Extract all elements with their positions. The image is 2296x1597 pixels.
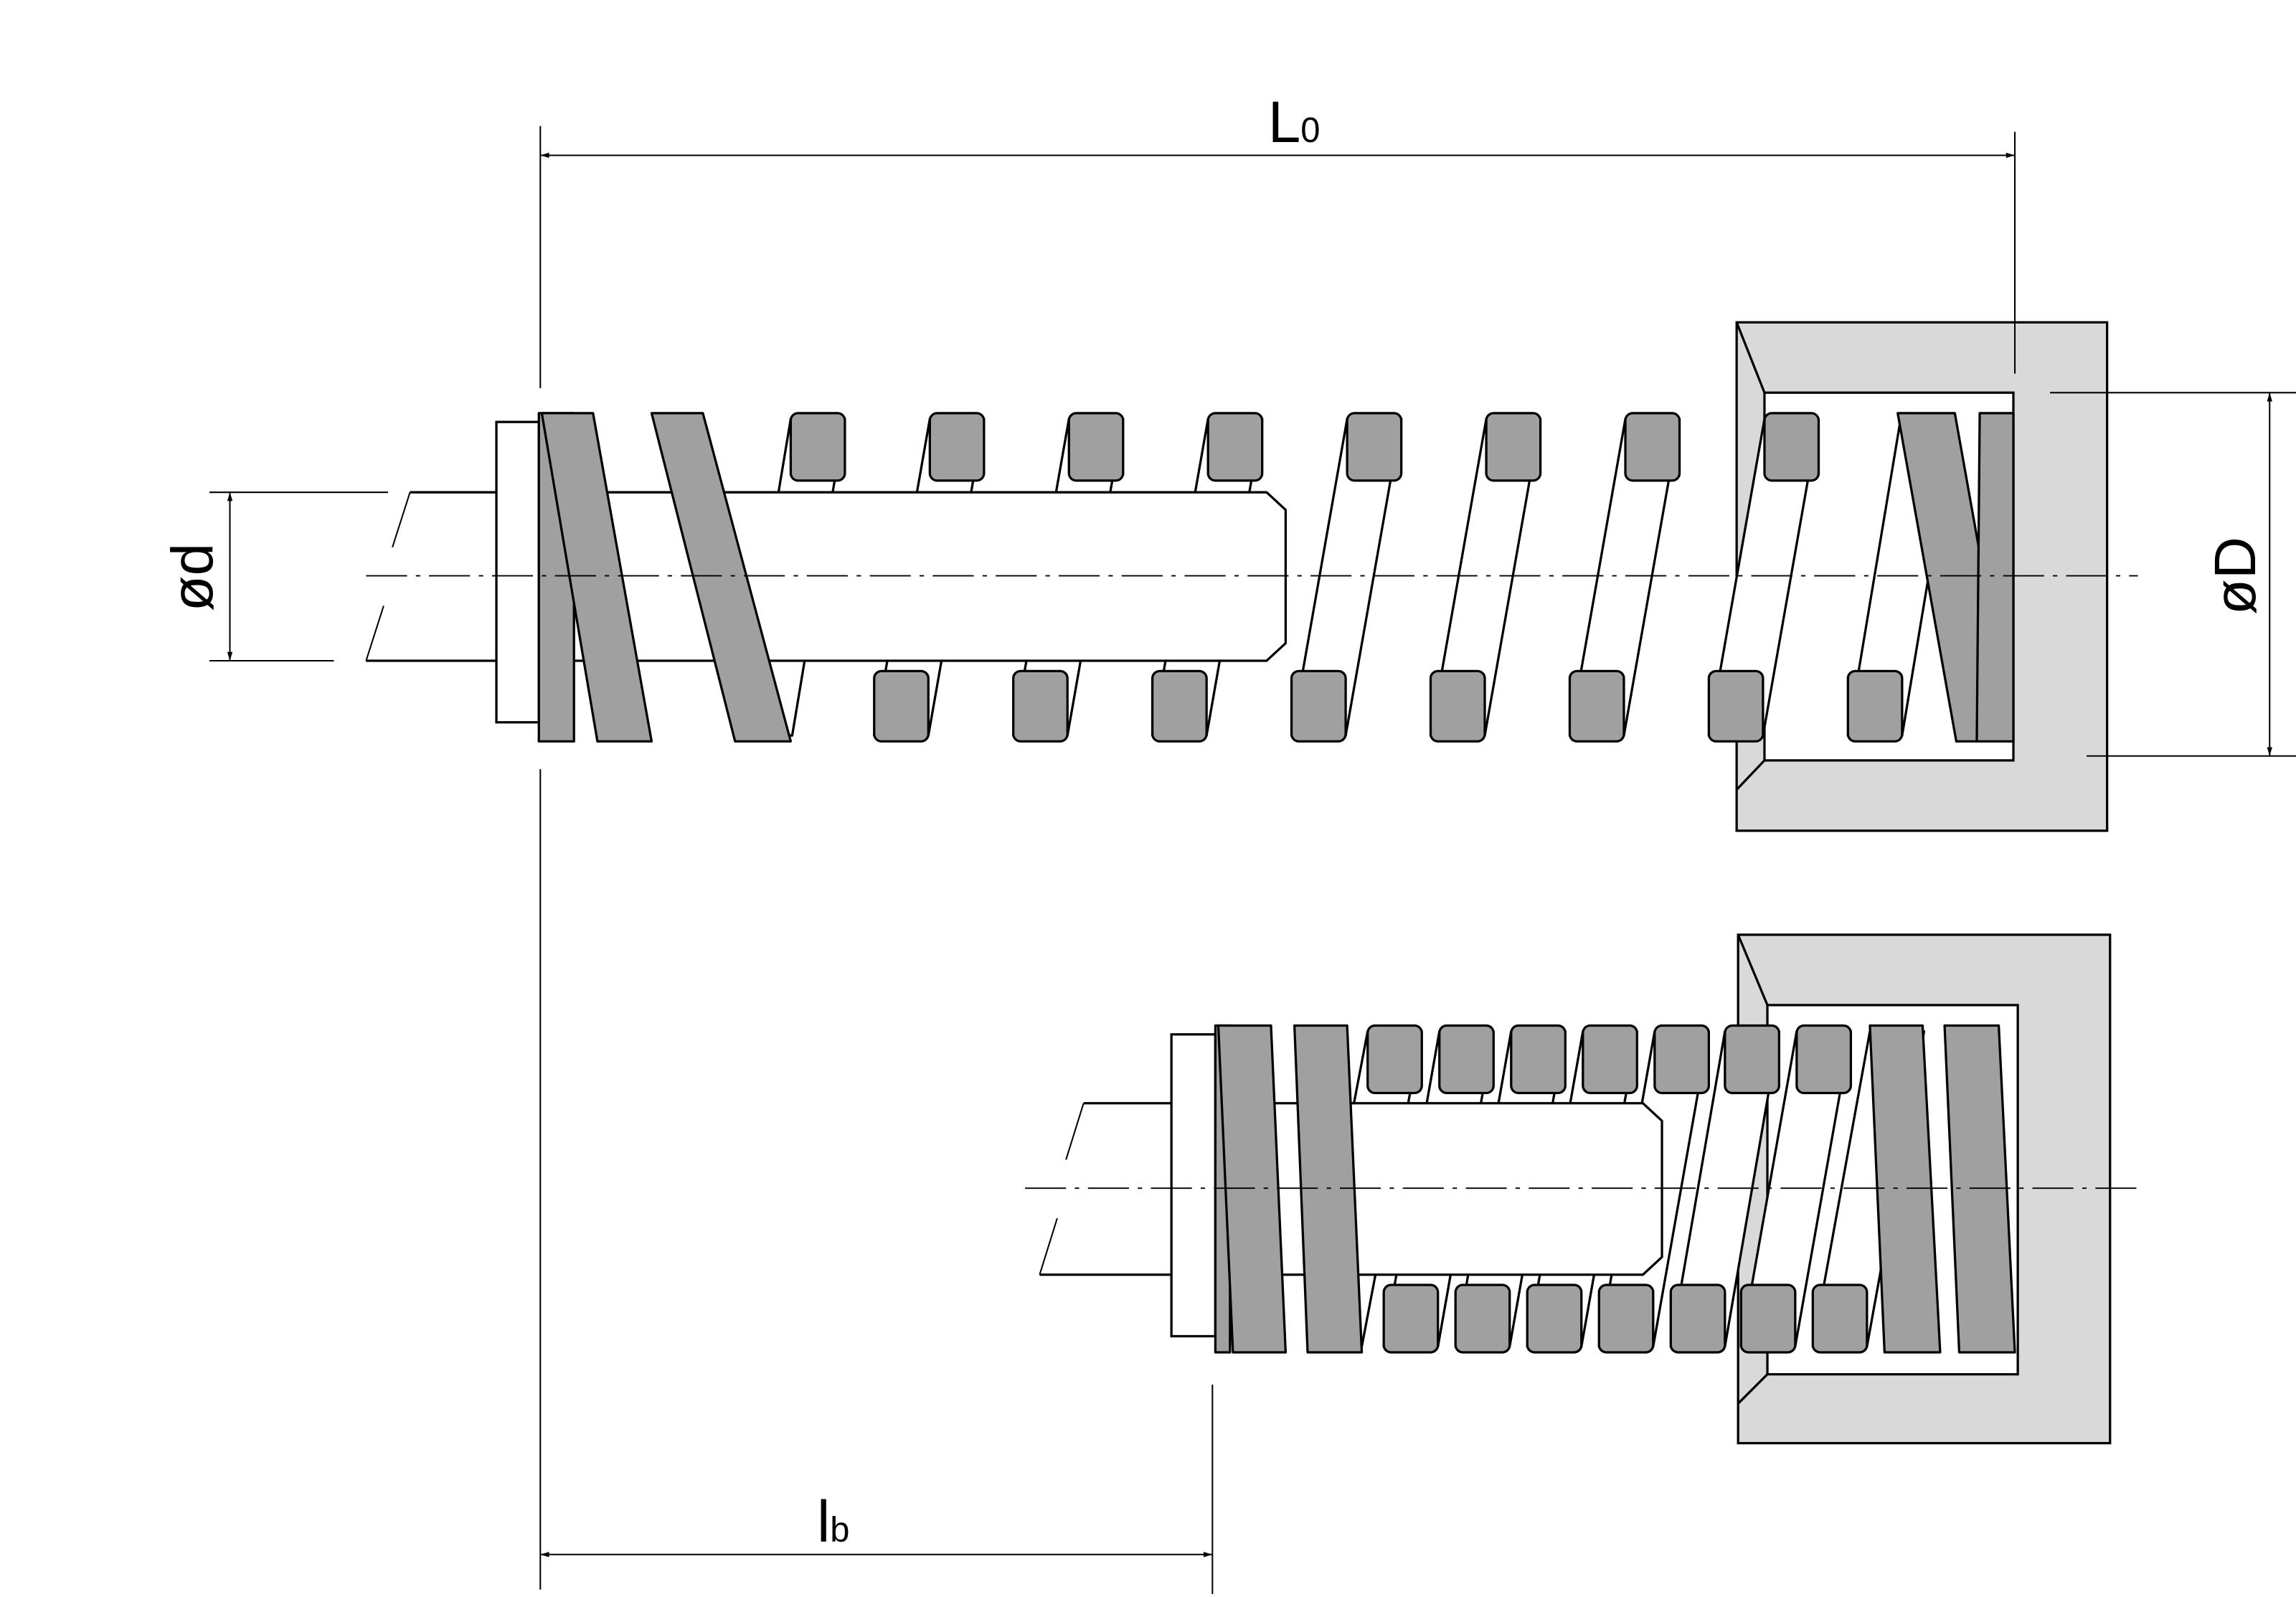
coil-section-bottom [1811, 1283, 1869, 1354]
coil-section-bottom [1429, 669, 1486, 743]
coil-section-bottom [1669, 1283, 1726, 1354]
rod-diameter-label: ød [160, 543, 225, 611]
end-coil [1293, 1024, 1364, 1354]
bore-diameter-label: øD [2203, 537, 2268, 615]
coil-section-bottom [1526, 1283, 1583, 1354]
spring-plate [495, 420, 540, 724]
bore-chamfer-bottom [1735, 759, 1766, 791]
coil-section-bottom [1568, 669, 1625, 743]
end-coil [650, 412, 793, 743]
coil-section-top [1763, 412, 1820, 482]
spring-plate [1170, 1033, 1217, 1338]
block-length-label: lb [817, 1489, 849, 1554]
compressed-spring-assembly [1025, 933, 2138, 1445]
coil-section-top [1366, 1024, 1423, 1095]
coil-section-top [1582, 1024, 1638, 1095]
coil-section-bottom [1846, 669, 1904, 743]
coil-section-bottom [1707, 669, 1764, 743]
coil-section-top [1653, 1024, 1711, 1095]
coil-section-bottom [1012, 669, 1069, 743]
coil-section-bottom [1382, 1283, 1440, 1354]
coil-section-bottom [1454, 1283, 1511, 1354]
coil-section-bottom [1739, 1283, 1797, 1354]
coil-section-top [1206, 412, 1264, 482]
coil-section-top [1438, 1024, 1495, 1095]
coil-section-top [1724, 1024, 1780, 1095]
coil-section-bottom [1151, 669, 1208, 743]
end-coil [1216, 1024, 1288, 1354]
free-length-label: L0 [1268, 90, 1321, 155]
rod-break-line [1039, 1103, 1085, 1276]
bore-chamfer-bottom [1737, 1373, 1769, 1405]
coil-section-top [1510, 1024, 1567, 1095]
bore-chamfer-top [1737, 934, 1769, 1006]
end-coil [1869, 1024, 1942, 1354]
free-spring-assembly [365, 321, 2138, 832]
coil-section-top [1795, 1024, 1853, 1095]
coil-section-top [1067, 412, 1125, 482]
end-coil [540, 412, 653, 743]
coil-section-top [789, 412, 846, 482]
coil-section-top [1624, 412, 1681, 482]
coil-section-bottom [1290, 669, 1347, 743]
coil-section-bottom [1597, 1283, 1655, 1354]
coil-section-top [928, 412, 986, 482]
end-coil [1943, 1024, 2016, 1354]
coil-section-top [1485, 412, 1542, 482]
coil-section-bottom [873, 669, 930, 743]
coil-section-top [1346, 412, 1403, 482]
dimensions: L0 ød øD lb [160, 90, 2296, 1594]
rod-break-line [365, 491, 411, 661]
end-coil [1975, 412, 2015, 743]
bore-chamfer-top [1735, 321, 1766, 393]
